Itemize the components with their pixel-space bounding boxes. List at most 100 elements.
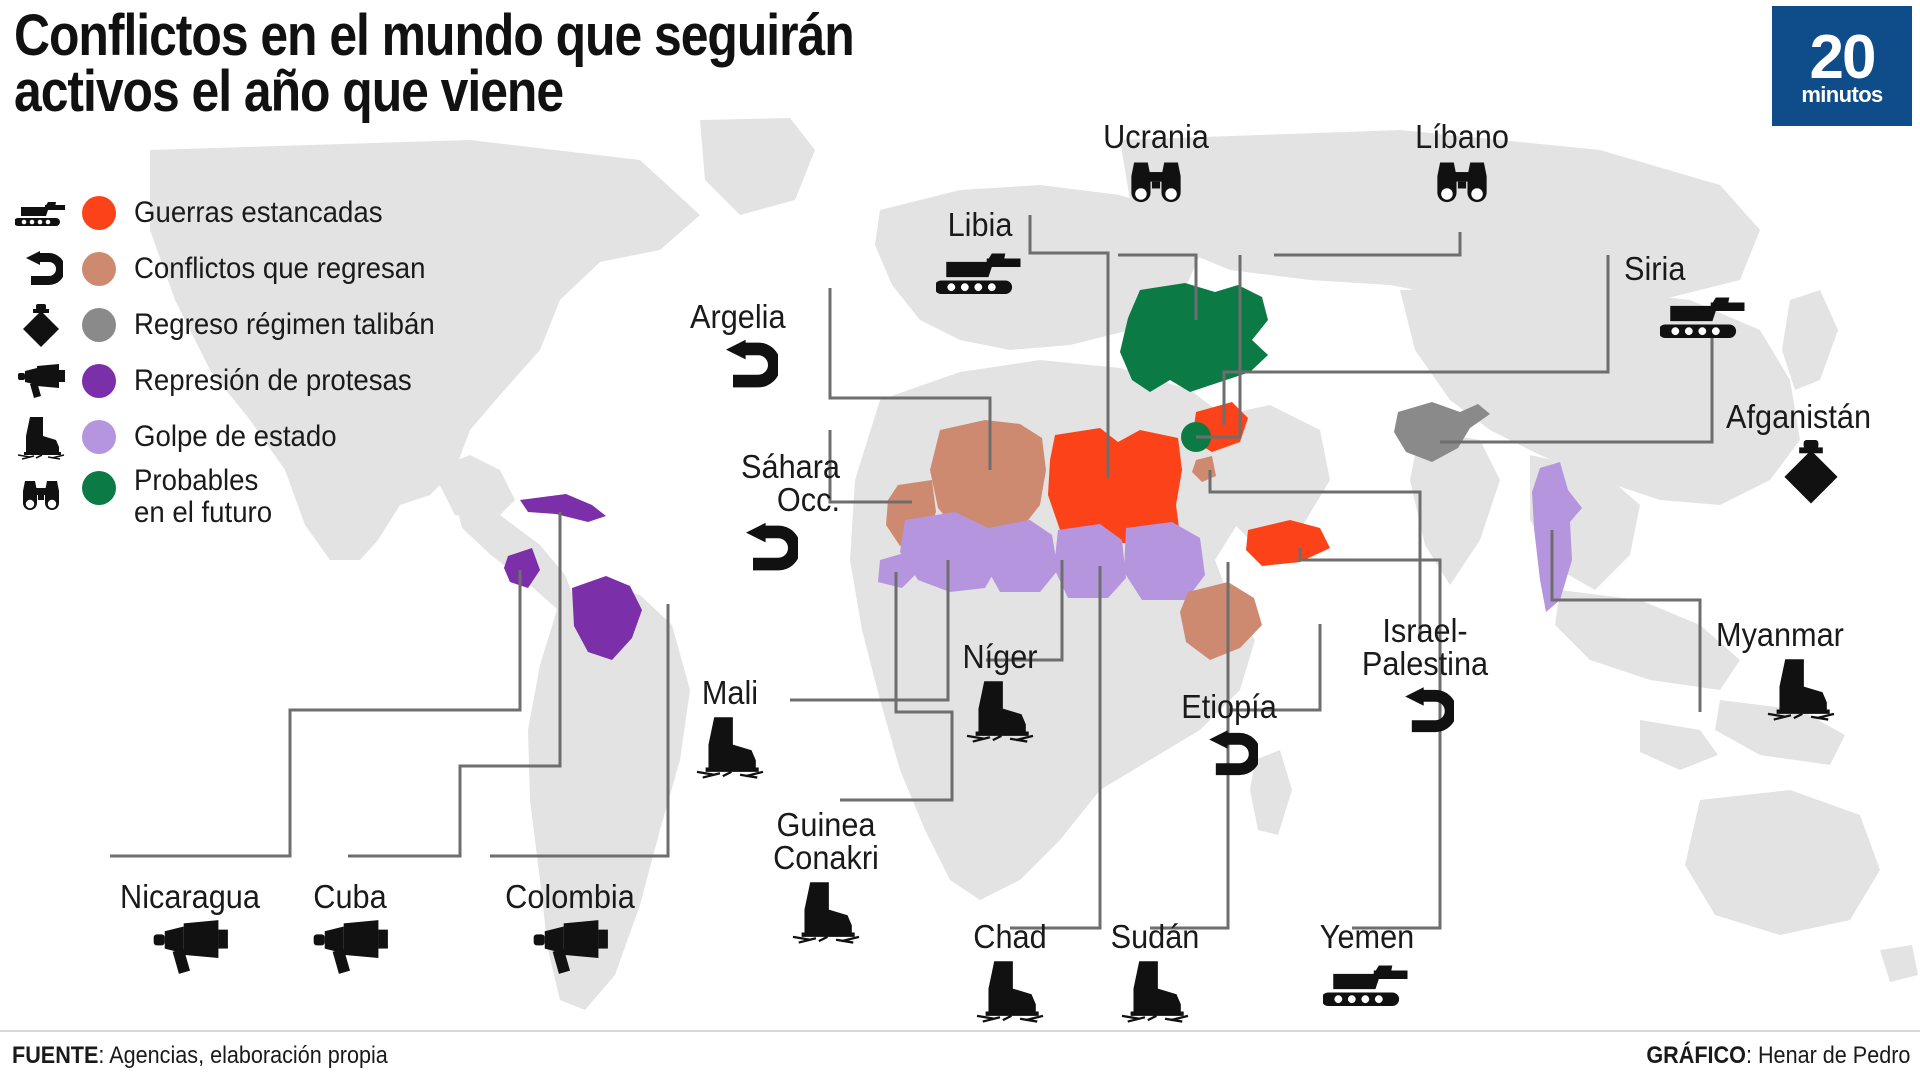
- callout-label: Yemen: [1319, 918, 1415, 955]
- legend-item-label: Guerras estancadas: [134, 195, 383, 229]
- callout-label: Cuba: [313, 878, 387, 915]
- binoculars-icon: [1056, 157, 1256, 209]
- boot-icon: [10, 412, 72, 462]
- boot-icon: [1080, 957, 1230, 1023]
- source-credit: FUENTE: Agencias, elaboración propia: [12, 1042, 388, 1070]
- country-afganistan: [1394, 402, 1490, 462]
- megaphone-icon: [80, 917, 300, 977]
- country-ucrania: [1120, 283, 1268, 392]
- callout-nicaragua: Nicaragua: [80, 880, 300, 977]
- callout-label: Chad: [973, 918, 1047, 955]
- callout-label: Nicaragua: [120, 878, 260, 915]
- legend-item-label: Golpe de estado: [134, 419, 337, 453]
- boot-icon: [940, 957, 1080, 1023]
- callout-label: Guinea Conakri: [773, 806, 879, 876]
- boot-icon: [660, 713, 800, 779]
- country-myanmar: [1532, 462, 1582, 612]
- credit-label: GRÁFICO: [1645, 1042, 1746, 1069]
- callout-label: Ucrania: [1103, 118, 1209, 155]
- callout-chad: Chad: [940, 920, 1080, 1023]
- tank-icon: [1624, 289, 1784, 343]
- megaphone-icon: [470, 917, 670, 977]
- boot-icon: [920, 677, 1080, 743]
- callout-colombia: Colombia: [470, 880, 670, 977]
- legend-item-golpe-de-estado: Golpe de estado: [10, 409, 461, 465]
- callout-label: Myanmar: [1716, 616, 1844, 653]
- binoculars-icon: [10, 471, 72, 521]
- leader-lines: [110, 215, 1714, 930]
- legend-item-represion-de-protestas: Represión de protesas: [10, 353, 461, 409]
- callout-mali: Mali: [660, 676, 800, 779]
- callout-argelia: Argelia: [690, 300, 880, 393]
- page-title: Conflictos en el mundo que seguirán acti…: [14, 3, 855, 125]
- country-argelia: [930, 420, 1046, 540]
- callout-label: Mali: [701, 674, 759, 711]
- legend-item-guerras-estancadas: Guerras estancadas: [10, 185, 461, 241]
- country-libia: [1048, 428, 1182, 545]
- callout-guinea-conakri: Guinea Conakri: [716, 808, 936, 944]
- callout-libia: Libia: [900, 208, 1060, 299]
- callout-ucrania: Ucrania: [1056, 120, 1256, 209]
- boot-icon: [716, 878, 936, 944]
- legend-item-label: Represión de protesas: [134, 363, 412, 397]
- callout-label: Líbano: [1415, 118, 1509, 155]
- country-nicaragua: [504, 548, 540, 588]
- bomb-diamond-icon: [10, 300, 72, 350]
- legend-item-label: Regreso régimen talibán: [134, 307, 435, 341]
- callout-label: Libia: [947, 206, 1013, 243]
- legend: Guerras estancadas Conflictos que regres…: [10, 185, 461, 545]
- callout-label: Argelia: [690, 298, 786, 335]
- graphic-credit: GRÁFICO: Henar de Pedro: [1646, 1042, 1910, 1070]
- country-etiopia: [1180, 582, 1262, 660]
- callout-myanmar: Myanmar: [1716, 618, 1916, 721]
- credit-text: : Henar de Pedro: [1745, 1042, 1910, 1069]
- legend-color-swatch: [82, 471, 116, 505]
- megaphone-icon: [290, 917, 410, 977]
- legend-color-swatch: [82, 364, 116, 398]
- callout-sudan: Sudán: [1080, 920, 1230, 1023]
- callout-label: Níger: [962, 638, 1038, 675]
- country-sudan: [1124, 522, 1205, 600]
- source-text: : Agencias, elaboración propia: [98, 1042, 388, 1069]
- country-chad: [1054, 524, 1126, 598]
- callout-cuba: Cuba: [290, 880, 410, 977]
- callout-sahara-occ: Sáhara Occ.: [640, 450, 840, 576]
- return-arrow-icon: [10, 244, 72, 294]
- callout-label: Sudán: [1110, 918, 1200, 955]
- return-arrow-icon: [716, 337, 880, 393]
- callout-etiopia: Etiopía: [1144, 690, 1314, 781]
- country-guinea-conakri: [878, 552, 918, 588]
- boot-icon: [1716, 655, 1886, 721]
- legend-color-swatch: [82, 196, 116, 230]
- country-cuba: [520, 494, 606, 522]
- tank-icon: [10, 188, 72, 238]
- legend-item-label: Probables en el futuro: [134, 464, 273, 530]
- legend-item-conflictos-que-regresan: Conflictos que regresan: [10, 241, 461, 297]
- return-arrow-icon: [1320, 684, 1530, 738]
- callout-afganistan: Afganistán: [1726, 400, 1920, 505]
- callout-label: Israel- Palestina: [1361, 612, 1489, 682]
- binoculars-icon: [1362, 157, 1562, 209]
- source-label: FUENTE: [12, 1042, 99, 1069]
- return-arrow-icon: [640, 520, 798, 576]
- callout-niger: Níger: [920, 640, 1080, 743]
- logo-number: 20: [1809, 23, 1877, 93]
- callout-label: Siria: [1624, 250, 1686, 287]
- legend-item-probables-en-el-futuro: Probables en el futuro: [10, 464, 461, 545]
- return-arrow-icon: [1144, 727, 1314, 781]
- country-mali: [900, 512, 1000, 592]
- tank-icon: [900, 245, 1060, 299]
- legend-item-regreso-regimen-taliban: Regreso régimen talibán: [10, 297, 461, 353]
- highlighted-countries: [504, 283, 1582, 660]
- country-colombia: [572, 576, 642, 660]
- bomb-diamond-icon: [1726, 437, 1896, 505]
- country-niger: [985, 520, 1058, 592]
- callout-libano: Líbano: [1362, 120, 1562, 209]
- callout-label: Colombia: [505, 878, 635, 915]
- brand-logo: 20 minutos: [1772, 6, 1912, 126]
- country-yemen: [1246, 520, 1330, 566]
- callout-label: Etiopía: [1181, 688, 1277, 725]
- callout-israel-palestina: Israel- Palestina: [1320, 614, 1530, 738]
- callout-yemen: Yemen: [1282, 920, 1452, 1011]
